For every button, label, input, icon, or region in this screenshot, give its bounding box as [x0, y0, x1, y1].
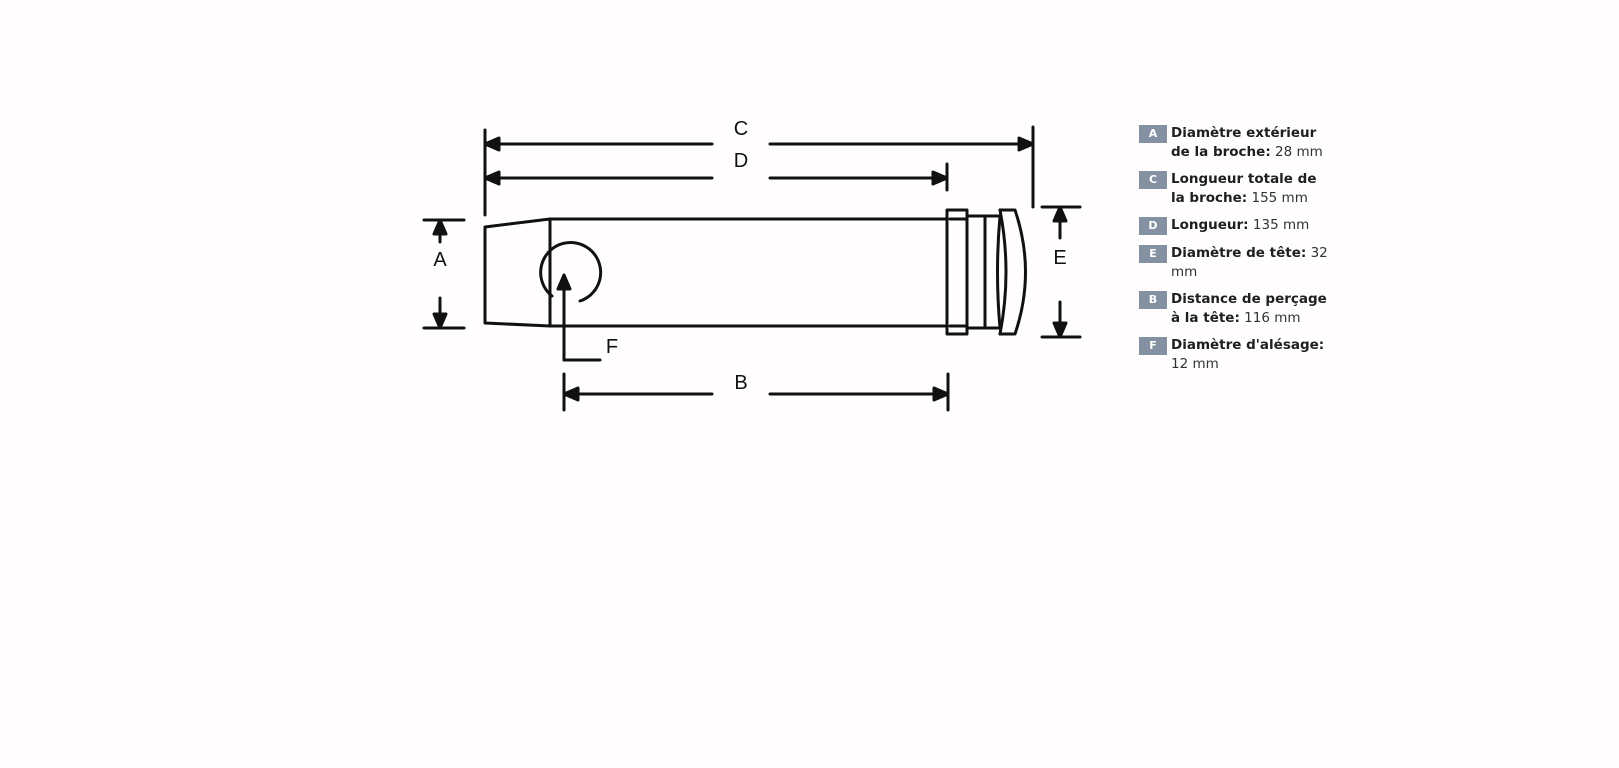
legend-value: 135 mm: [1252, 217, 1310, 233]
legend-badge: E: [1139, 245, 1167, 263]
legend-label: Longueur totale de la broche:: [1171, 171, 1317, 206]
pin-body: [483, 217, 967, 328]
legend-badge: C: [1139, 171, 1167, 189]
legend-value: 32 mm: [1171, 245, 1328, 280]
legend-badge: A: [1139, 125, 1167, 143]
legend-badge: B: [1139, 291, 1167, 309]
legend-item-b: B Distance de perçage à la tête: 116 mm: [1139, 290, 1329, 327]
dimension-label-e: E: [1053, 247, 1066, 269]
legend-value: 28 mm: [1275, 143, 1323, 160]
legend-text: Longueur totale de la broche: 155 mm: [1171, 170, 1329, 207]
legend-label: Diamètre extérieur de la broche:: [1171, 125, 1317, 160]
legend-text: Distance de perçage à la tête: 116 mm: [1171, 290, 1329, 327]
dimension-b-line: [562, 372, 950, 412]
dimension-label-a: A: [433, 249, 447, 271]
pin-drawing-svg: C D A E F B: [422, 118, 1082, 412]
cross-hole: [539, 241, 603, 362]
legend-label: Diamètre d'alésage:: [1171, 337, 1325, 353]
legend-label: Distance de perçage à la tête:: [1171, 291, 1327, 326]
legend-text: Longueur: 135 mm: [1171, 216, 1309, 235]
dimension-d-line: [483, 162, 949, 192]
legend-item-a: A Diamètre extérieur de la broche: 28 mm: [1139, 124, 1329, 161]
legend-text: Diamètre d'alésage: 12 mm: [1171, 336, 1329, 373]
legend-label: Longueur:: [1171, 217, 1249, 233]
dimension-c-line: [483, 125, 1035, 217]
legend-item-c: C Longueur totale de la broche: 155 mm: [1139, 170, 1329, 207]
dimension-a-line: [422, 218, 466, 330]
dimension-legend: A Diamètre extérieur de la broche: 28 mm…: [1139, 124, 1329, 382]
legend-item-f: F Diamètre d'alésage: 12 mm: [1139, 336, 1329, 373]
dimension-label-d: D: [734, 150, 748, 172]
legend-text: Diamètre de tête: 32 mm: [1171, 244, 1329, 281]
legend-value: 155 mm: [1251, 189, 1308, 206]
pin-technical-drawing: C D A E F B: [420, 112, 1110, 432]
legend-badge: D: [1139, 217, 1167, 235]
legend-text: Diamètre extérieur de la broche: 28 mm: [1171, 124, 1329, 161]
legend-item-e: E Diamètre de tête: 32 mm: [1139, 244, 1329, 281]
dimension-label-c: C: [734, 118, 748, 140]
dimension-label-b: B: [734, 372, 747, 394]
legend-value: 12 mm: [1171, 355, 1219, 372]
legend-item-d: D Longueur: 135 mm: [1139, 216, 1329, 235]
legend-label: Diamètre de tête:: [1171, 245, 1307, 261]
legend-value: 116 mm: [1244, 309, 1301, 326]
dimension-e-line: [1040, 205, 1082, 339]
pin-head: [945, 208, 1027, 336]
legend-badge: F: [1139, 337, 1167, 355]
dimension-label-f: F: [606, 336, 618, 358]
